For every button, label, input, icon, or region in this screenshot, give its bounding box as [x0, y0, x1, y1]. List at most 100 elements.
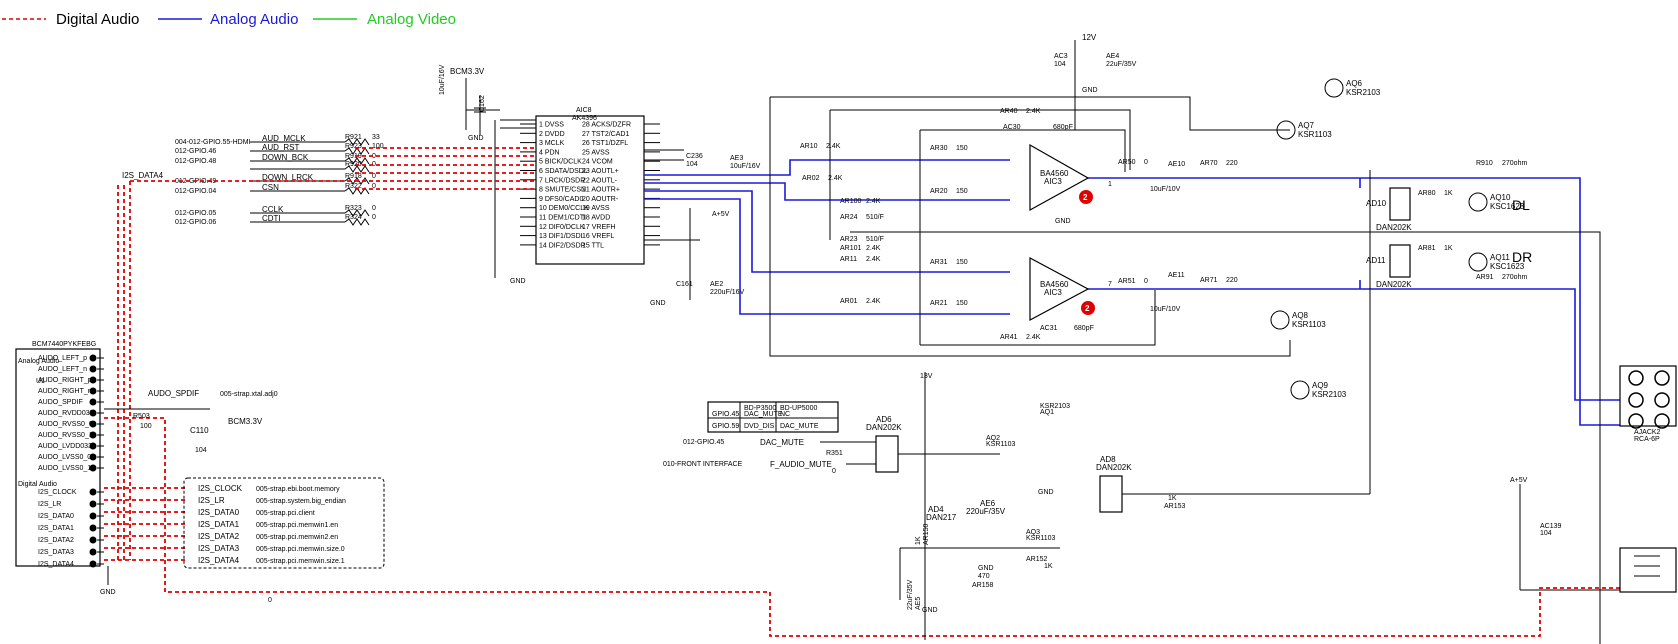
gnd-label-bcm: GND [100, 589, 116, 596]
dac-input-res-val: 0 [372, 183, 376, 190]
resistor-zigzag [344, 209, 370, 217]
bcm-pin: AUDO_RVDD033 [38, 410, 94, 417]
dac-input-net: AUD_MCLK [262, 134, 306, 143]
aq2-ref: AQ2 [986, 435, 1000, 442]
resistor-val: 2.4K [826, 143, 841, 150]
analog-audio-wires [644, 159, 1620, 426]
dac-right-pin: 17 VREFH [582, 224, 615, 231]
dac-input-res: R323 [345, 205, 362, 212]
gnd-label-dac: GND [468, 135, 484, 142]
bcm33v-mid: BCM3.3V [228, 417, 263, 426]
ac30-val: 680pF [1053, 124, 1073, 131]
lower-right: A+5V AC139 104 [1510, 477, 1677, 593]
ad4-part: DAN217 [926, 513, 957, 522]
ae2-label: AE2 [710, 281, 723, 288]
bcm-pin-dot [89, 431, 97, 439]
ar150-val: 1K [915, 536, 922, 545]
gnd-label-dac2: GND [510, 278, 526, 285]
ac31-val: 680pF [1074, 325, 1094, 332]
resistor-val: 2.4K [866, 298, 881, 305]
bcm-pin: AUDO_RIGHT_n [38, 388, 92, 395]
bcm-pin-dot [89, 560, 97, 568]
dac-input-res: R920 [345, 161, 362, 168]
i2s-net: I2S_DATA4 [198, 556, 240, 565]
dac-input-net: CSN [262, 183, 279, 192]
opamp-top-part: BA4560 [1040, 169, 1069, 178]
gnd-label-12v: GND [1082, 87, 1098, 94]
spdif-res-val: 100 [140, 423, 152, 430]
dac-input-src: 004-012-GPIO.55-HDMI [175, 139, 251, 146]
bcm-pin-dot [89, 548, 97, 556]
bcm-body [15, 348, 101, 567]
i2s-strap: 005-strap.pci.memwin.size.0 [256, 546, 345, 553]
dac-mute-src: 012-GPIO.45 [683, 439, 724, 446]
dac-input-res-val: 0 [372, 214, 376, 221]
diode-ref: AD11 [1366, 256, 1386, 265]
dac-left-pin: 11 DEM1/CDTI [539, 215, 586, 222]
marker-bottom [1081, 301, 1095, 315]
resistor-zigzag [344, 138, 370, 146]
ar158-ref: AR158 [972, 582, 994, 589]
ac30-label: AC30 [1003, 124, 1021, 131]
bcm33v-top-label: BCM3.3V [450, 67, 485, 76]
resistor-ref: AR41 [1000, 334, 1018, 341]
bcm-pin-dot [89, 453, 97, 461]
resistor-val: 150 [956, 259, 968, 266]
a5v-right-label: A+5V [1510, 477, 1528, 484]
i2s-strap: 005-strap.ebi.boot.memory [256, 486, 340, 493]
ar152-val: 1K [1044, 563, 1053, 570]
resistor-val: 1K [1444, 190, 1453, 197]
dac-input-res: R923 [345, 143, 362, 150]
opamp-top-outpin: 1 [1108, 181, 1112, 188]
bcm-pin-dot [89, 387, 97, 395]
i2s-strap: 005-strap.system.big_endian [256, 498, 346, 505]
i2s-strap: 005-strap.pci.memwin2.en [256, 534, 338, 541]
dac-input-src: 012-GPIO.05 [175, 210, 216, 217]
bcm-pin: AUDO_LEFT_n [38, 366, 87, 373]
ar150-ref: AR150 [923, 523, 930, 545]
dac-input-src: 012-GPIO.04 [175, 188, 216, 195]
bcm-pin: AUDO_RVSS0_1 [38, 432, 93, 439]
aq3-ref: AQ3 [1026, 529, 1040, 536]
dac-right-pin: 22 AOUTL- [582, 177, 618, 184]
bcm-pin-dot [89, 442, 97, 450]
transistor-symbol [1270, 310, 1290, 330]
ae10-ref: AE10 [1168, 161, 1185, 168]
resistor-ref: AR30 [930, 145, 948, 152]
ar153-ref: AR153 [1164, 503, 1186, 510]
resistor-ref: AR21 [930, 300, 948, 307]
resistor-val: 2.4K [866, 245, 881, 252]
dac-right-pin: 19 AVSS [582, 205, 610, 212]
ae11-val: 10uF/10V [1150, 306, 1181, 313]
transistor-part: KSR2103 [1312, 390, 1347, 399]
bcm-pin-dot [89, 398, 97, 406]
active-parts: AQ6KSR2103AQ7KSR1103AQ8KSR1103AQ9KSR2103… [1270, 78, 1525, 400]
resistor-ref: AR11 [840, 256, 857, 263]
dac-left-pin: 4 PDN [539, 149, 560, 156]
transistor-ref: AQ8 [1292, 311, 1309, 320]
resistor-ref: AR31 [930, 259, 948, 266]
dac-input-res-val: 0 [372, 161, 376, 168]
ad6-ref: AD6 [876, 415, 892, 424]
transistor-part: KSC1623 [1490, 262, 1525, 271]
dac-power: BCM3.3V GND 10uF/16V C162 GND [439, 64, 536, 285]
bcm-ref: BCM7440PYKFEBG [32, 341, 96, 348]
r351-val: 0 [832, 468, 836, 475]
mute-r2c1: DVD_DIS [744, 423, 775, 430]
dac-right-pin: 15 TTL [582, 242, 604, 249]
mute-r2c2: DAC_MUTE [780, 423, 819, 430]
v13-label: 13V [920, 373, 933, 380]
mute-r2c0: GPIO.59 [712, 423, 739, 430]
resistor-val: 150 [956, 145, 968, 152]
mute-nc: NC [780, 411, 790, 418]
c161-label: C161 [676, 281, 693, 288]
channel-right-label: DR [1512, 249, 1532, 265]
gnd-label-ae5: GND [922, 607, 938, 614]
output-caps: AE10 10uF/10V AE11 10uF/10V [1150, 161, 1185, 313]
i2s-strap: 005-strap.pci.client [256, 510, 315, 517]
transistor-part: KSR1103 [1298, 130, 1332, 139]
bcm-pin: I2S_DATA4 [38, 561, 74, 568]
c236-val: 104 [686, 161, 698, 168]
dac-input-res: R919 [345, 153, 362, 160]
